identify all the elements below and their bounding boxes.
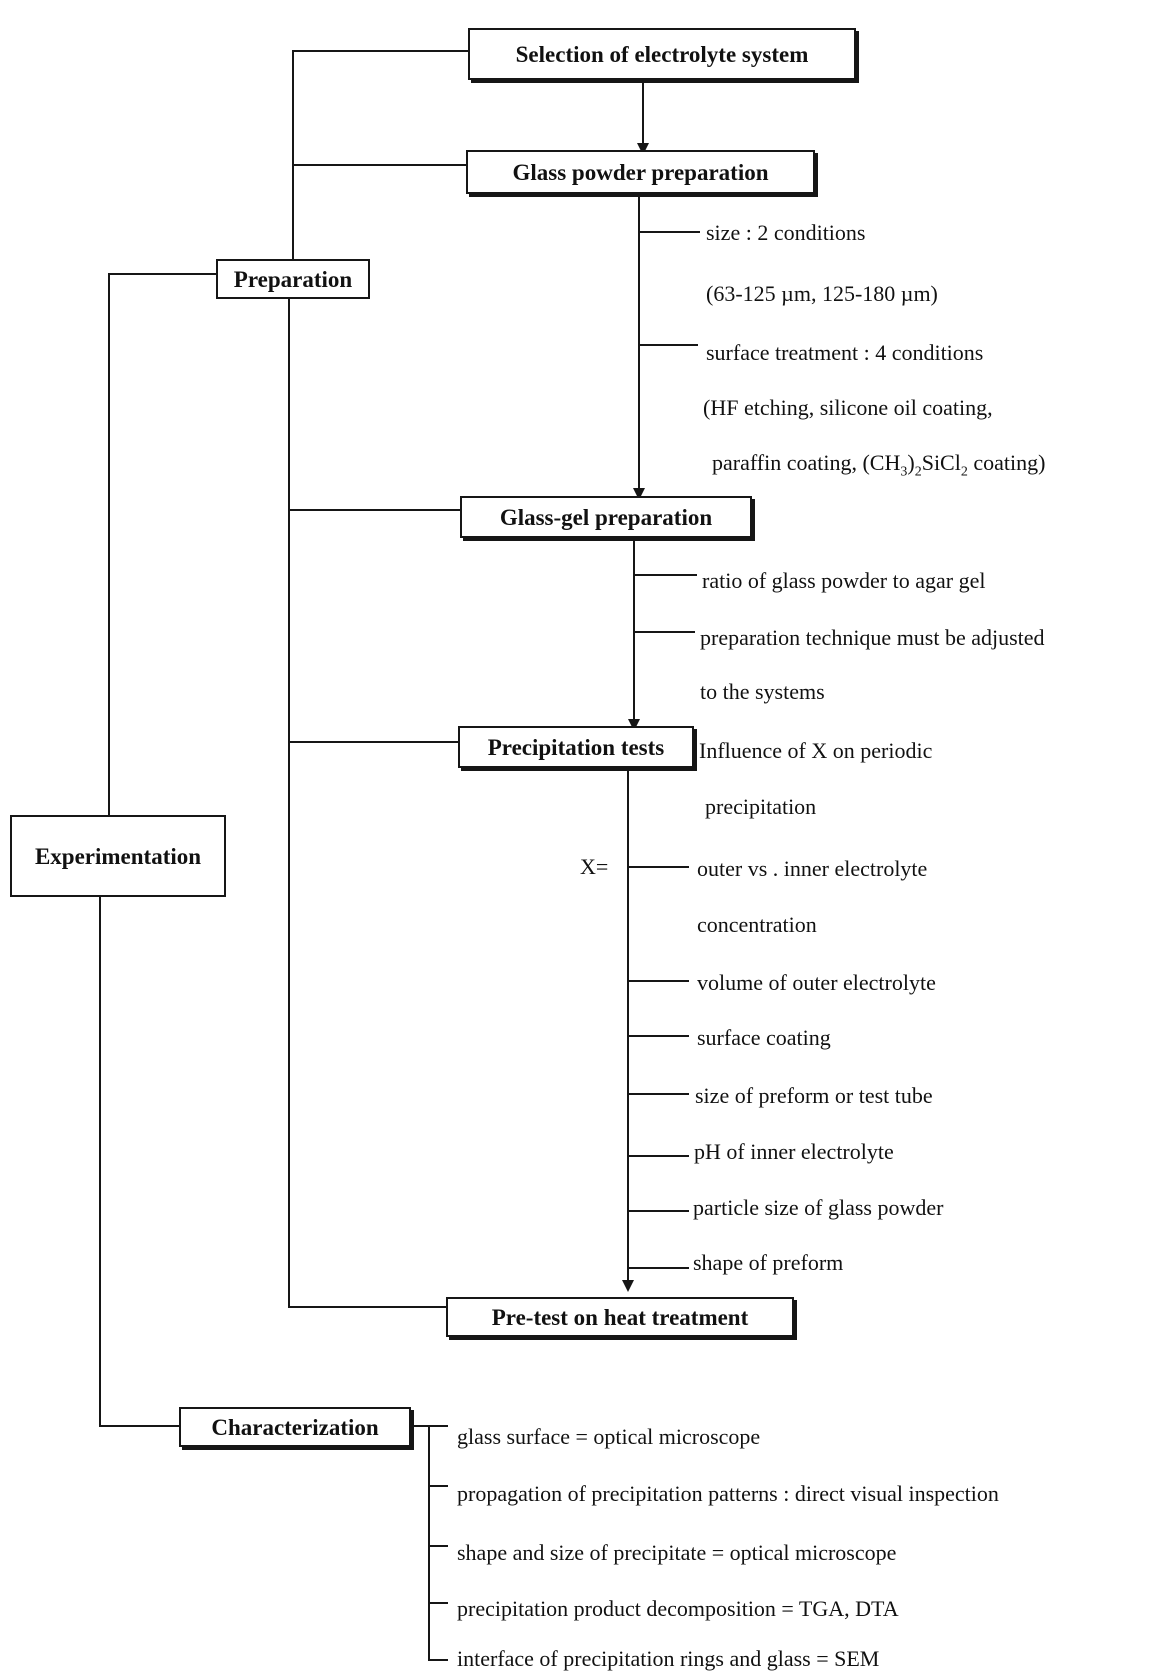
connector [627,1210,689,1212]
characterization-box: Characterization [179,1407,411,1447]
glass-powder-box: Glass powder preparation [466,150,815,194]
connector [428,1545,448,1547]
connector [108,273,110,816]
connector [428,1602,448,1604]
technique-label: preparation technique must be adjusted [700,625,1045,650]
connector [288,741,458,743]
connector [410,1425,448,1427]
connector [428,1425,430,1661]
connector [99,1425,179,1427]
factor-label: surface coating [697,1025,831,1050]
connector [633,537,635,723]
factor-label: shape of preform [693,1250,844,1275]
connector [99,896,101,1427]
surface-detail-label: paraffin coating, (CH3)2SiCl2 coating) [712,450,1046,479]
preparation-box: Preparation [216,259,370,299]
influence-label: Influence of X on periodic [699,738,933,763]
connector [627,1155,689,1157]
characterization-item: propagation of precipitation patterns : … [457,1481,999,1506]
factor-label: particle size of glass powder [693,1195,944,1220]
pre-test-box: Pre-test on heat treatment [446,1297,794,1337]
characterization-item: shape and size of precipitate = optical … [457,1540,897,1565]
connector [633,574,697,576]
connector [288,509,460,511]
influence-label-cont: precipitation [705,794,817,819]
x-label: X= [580,854,609,879]
factor-label: concentration [697,912,817,937]
selection-box: Selection of electrolyte system [468,28,856,80]
technique-label-cont: to the systems [700,679,825,704]
subscript: 2 [960,464,968,480]
subscript: 3 [900,464,908,480]
connector [292,50,468,52]
experimentation-box: Experimentation [10,815,226,897]
arrow-down [622,1280,634,1292]
connector [638,231,700,233]
connector [627,980,689,982]
connector [642,82,644,146]
surface-detail-label: (HF etching, silicone oil coating, [703,395,993,420]
connector [292,50,294,274]
subscript: 2 [914,464,922,480]
surface-treatment-label: surface treatment : 4 conditions [706,340,984,365]
factor-label: pH of inner electrolyte [694,1139,894,1164]
connector [627,770,629,1284]
connector [627,866,689,868]
connector [627,1093,689,1095]
factor-label: outer vs . inner electrolyte [697,856,928,881]
connector [638,344,698,346]
characterization-item: interface of precipitation rings and gla… [457,1646,880,1671]
connector [428,1659,448,1661]
connector [288,1306,446,1308]
connector [627,1267,689,1269]
surface-detail-text: ) [907,450,915,475]
connector [627,1035,689,1037]
characterization-item: precipitation product decomposition = TG… [457,1596,899,1621]
ratio-label: ratio of glass powder to agar gel [702,568,986,593]
size-detail-label: (63-125 µm, 125-180 µm) [706,281,938,306]
surface-detail-text: paraffin coating, (CH [712,450,901,475]
factor-label: size of preform or test tube [695,1083,933,1108]
surface-detail-text: SiCl [921,450,961,475]
precipitation-tests-box: Precipitation tests [458,726,694,768]
glass-gel-box: Glass-gel preparation [460,496,752,538]
connector [633,631,695,633]
connector [292,164,466,166]
factor-label: volume of outer electrolyte [697,970,936,995]
characterization-item: glass surface = optical microscope [457,1424,761,1449]
surface-detail-text: coating) [967,450,1046,475]
connector [288,297,290,1308]
connector [428,1485,448,1487]
size-label: size : 2 conditions [706,220,866,245]
connector [108,273,216,275]
